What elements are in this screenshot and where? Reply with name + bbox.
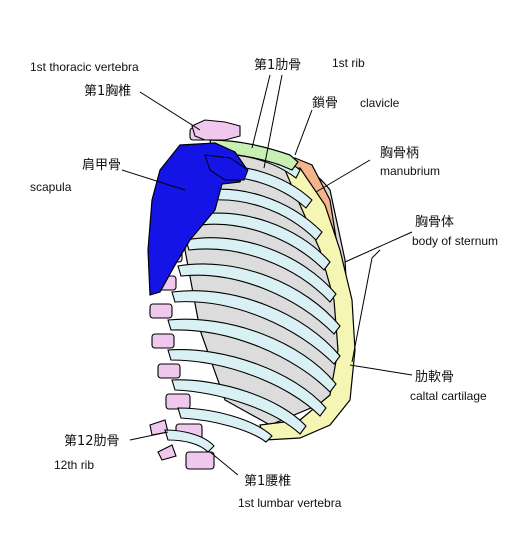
label-manubrium-en: manubrium: [380, 164, 441, 178]
label-scapula-en: scapula: [30, 180, 72, 194]
leader-lines: [121, 74, 413, 476]
scapula: [147, 142, 247, 296]
label-costal-cartilage-en: caltal cartilage: [410, 389, 487, 403]
label-scapula-jp: 肩甲骨: [82, 158, 122, 173]
label-1st-lumbar-vertebra-jp: 第1腰椎: [244, 474, 292, 489]
label-sternum-body-jp: 胸骨体: [415, 215, 455, 230]
label-manubrium-jp: 胸骨柄: [380, 146, 420, 161]
label-12th-rib-en: 12th rib: [54, 458, 95, 472]
label-1st-thoracic-vertebra-jp: 第1胸椎: [84, 84, 132, 99]
first-thoracic-vertebra: [191, 119, 241, 141]
label-costal-cartilage-jp: 肋軟骨: [415, 370, 455, 385]
label-1st-rib-en: 1st rib: [332, 56, 365, 70]
label-12th-rib-jp: 第12肋骨: [64, 434, 120, 449]
label-1st-lumbar-vertebra-en: 1st lumbar vertebra: [238, 496, 342, 510]
scapula-acromion: [204, 154, 249, 181]
label-1st-rib-jp: 第1肋骨: [254, 58, 302, 73]
label-clavicle-en: clavicle: [360, 96, 400, 110]
label-1st-thoracic-vertebra-en: 1st thoracic vertebra: [30, 60, 139, 74]
label-clavicle-jp: 鎖骨: [312, 96, 339, 111]
label-sternum-body-en: body of sternum: [412, 234, 499, 248]
